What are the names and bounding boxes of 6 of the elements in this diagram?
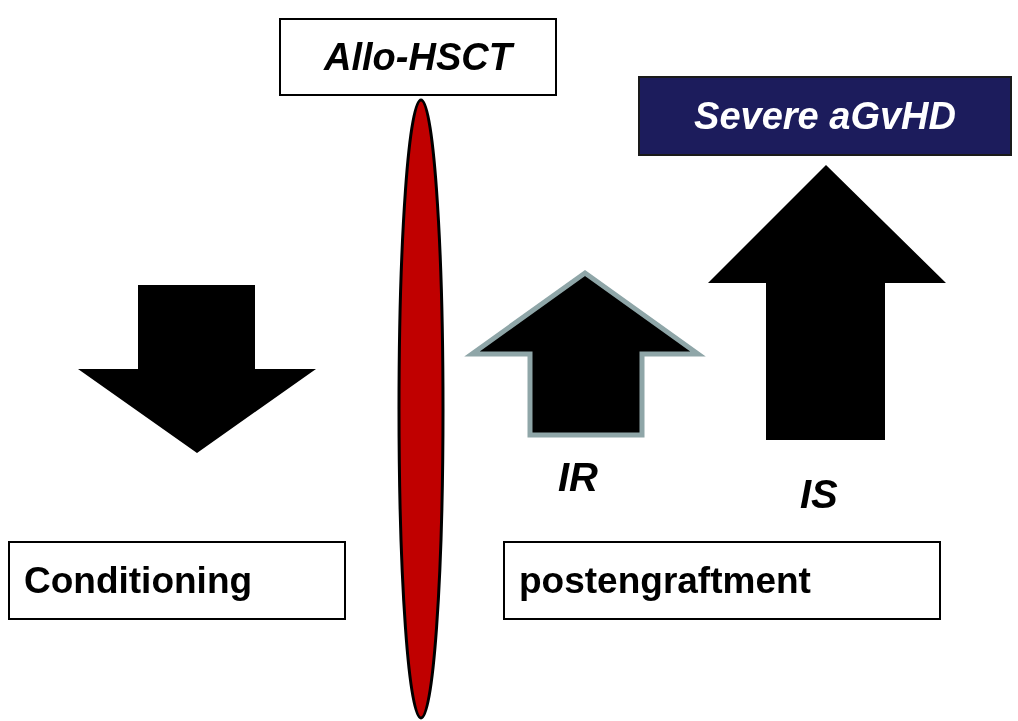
arrow-label: IS — [800, 472, 838, 517]
arrow-label: IR — [558, 455, 598, 500]
label-box: postengraftment — [503, 541, 941, 620]
label-box: Conditioning — [8, 541, 346, 620]
label-box: Allo-HSCT — [279, 18, 557, 96]
highlight-box: Severe aGvHD — [638, 76, 1012, 156]
